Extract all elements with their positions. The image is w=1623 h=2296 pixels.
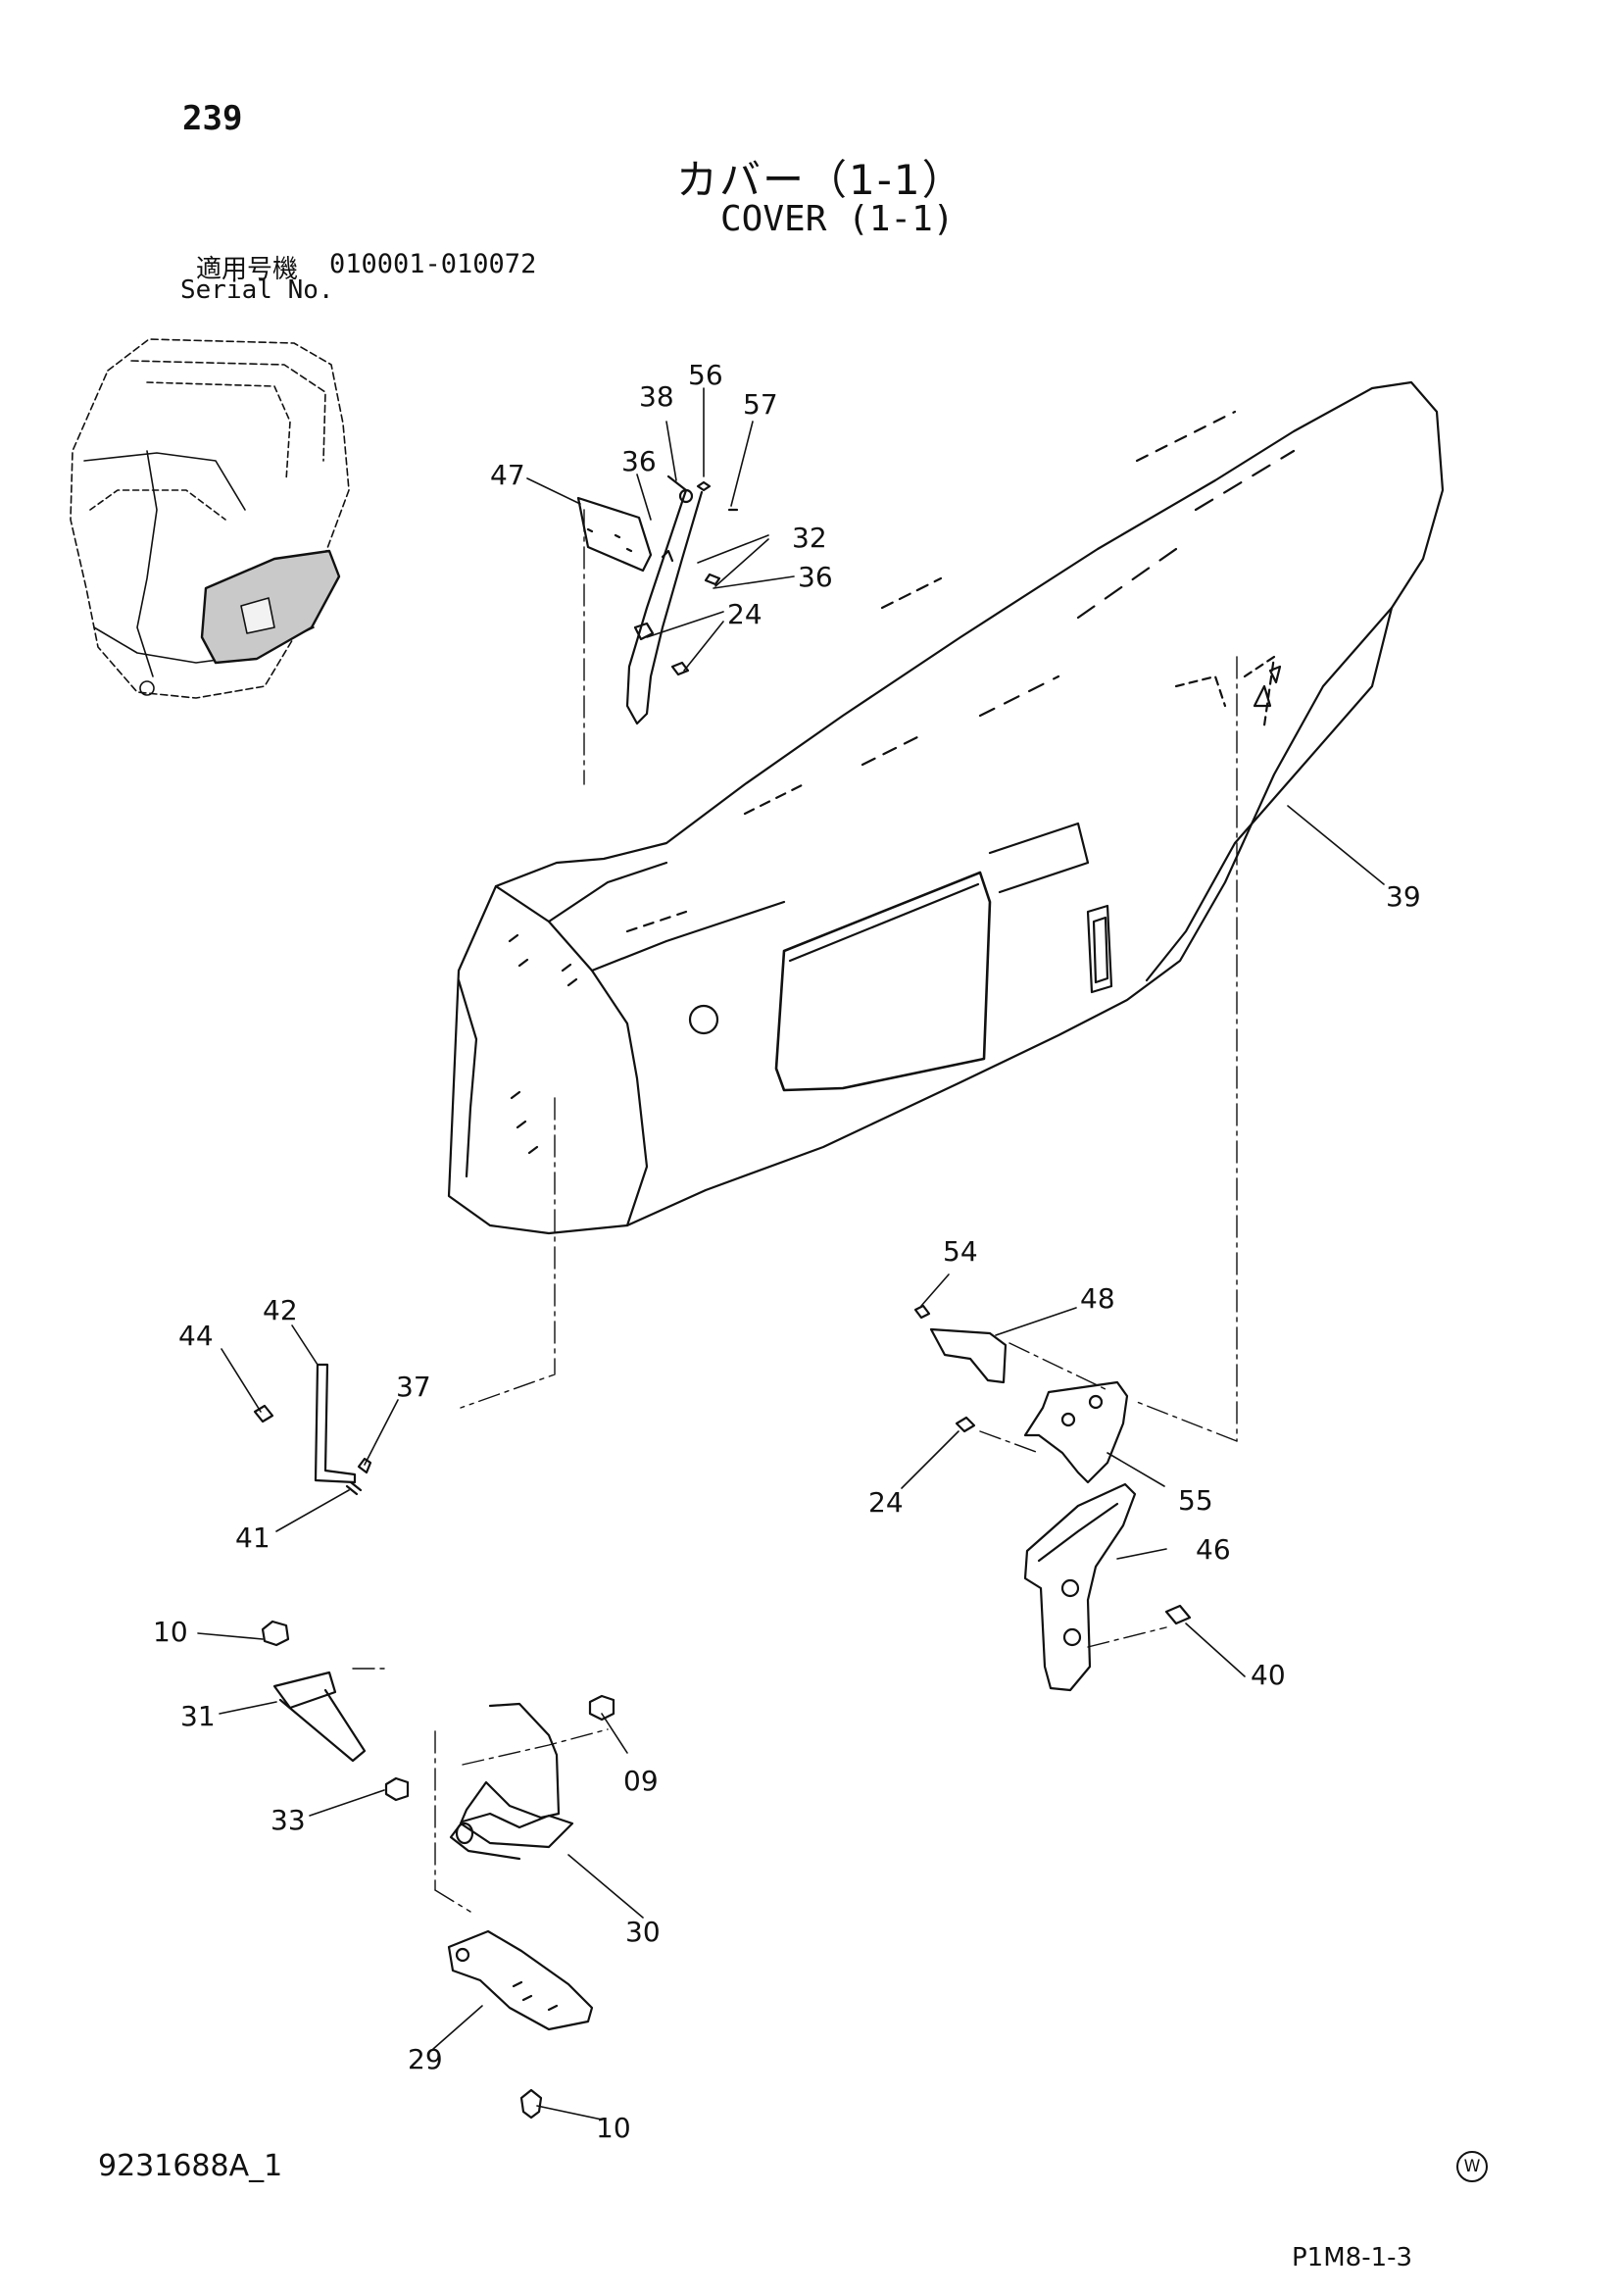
callout-54: 54 <box>943 1235 978 1268</box>
title-english: COVER (1-1) <box>720 199 955 239</box>
callout-10-lower: 10 <box>596 2112 631 2144</box>
callout-36-upper: 36 <box>621 445 657 477</box>
serial-range: 010001-010072 <box>329 249 537 279</box>
callout-55: 55 <box>1178 1484 1213 1517</box>
reference-lines <box>352 509 1238 1913</box>
callout-24-right: 24 <box>868 1486 904 1519</box>
page-code: P1M8-1-3 <box>1292 2243 1413 2272</box>
callout-39: 39 <box>1386 880 1421 913</box>
callout-44: 44 <box>178 1320 214 1352</box>
callout-32: 32 <box>792 522 827 554</box>
document-number: 9231688A_1 <box>98 2149 283 2183</box>
w-circle-mark: W <box>1456 2151 1488 2182</box>
latch-rod-group <box>253 1363 372 1496</box>
callout-56: 56 <box>688 359 723 391</box>
callout-37: 37 <box>396 1371 431 1403</box>
callout-29: 29 <box>408 2043 443 2075</box>
callout-10-upper: 10 <box>153 1616 188 1648</box>
title-japanese: カバー（1-1） <box>676 156 965 204</box>
callout-24-upper: 24 <box>727 598 762 630</box>
callout-41: 41 <box>235 1522 270 1554</box>
callout-numbers: 56 38 57 47 36 32 36 24 39 54 48 44 42 3… <box>153 359 1421 2144</box>
callout-30: 30 <box>625 1916 661 1948</box>
tall-bracket-part-46 <box>1023 1482 1192 1692</box>
callout-46: 46 <box>1196 1533 1231 1566</box>
serial-label-english: Serial No. <box>180 275 334 305</box>
machine-locator-thumbnail <box>70 338 350 699</box>
callout-31: 31 <box>180 1700 216 1732</box>
serial-label-japanese: 適用号機 <box>196 255 299 284</box>
callout-33: 33 <box>270 1804 306 1836</box>
callout-47: 47 <box>490 459 525 491</box>
callout-38: 38 <box>639 380 674 413</box>
callout-09: 09 <box>623 1765 659 1797</box>
lower-left-parts <box>261 1620 615 2120</box>
bracket-group-right <box>913 1304 1129 1484</box>
rod-bracket-assembly <box>576 474 739 725</box>
page-number: 239 <box>182 99 243 138</box>
callout-48: 48 <box>1080 1282 1115 1315</box>
main-cover-part-39 <box>447 380 1445 1235</box>
callout-40: 40 <box>1251 1659 1286 1691</box>
leader-lines <box>197 387 1385 2121</box>
callout-57: 57 <box>743 388 778 421</box>
callout-36-lower: 36 <box>798 561 833 593</box>
callout-42: 42 <box>263 1294 298 1326</box>
